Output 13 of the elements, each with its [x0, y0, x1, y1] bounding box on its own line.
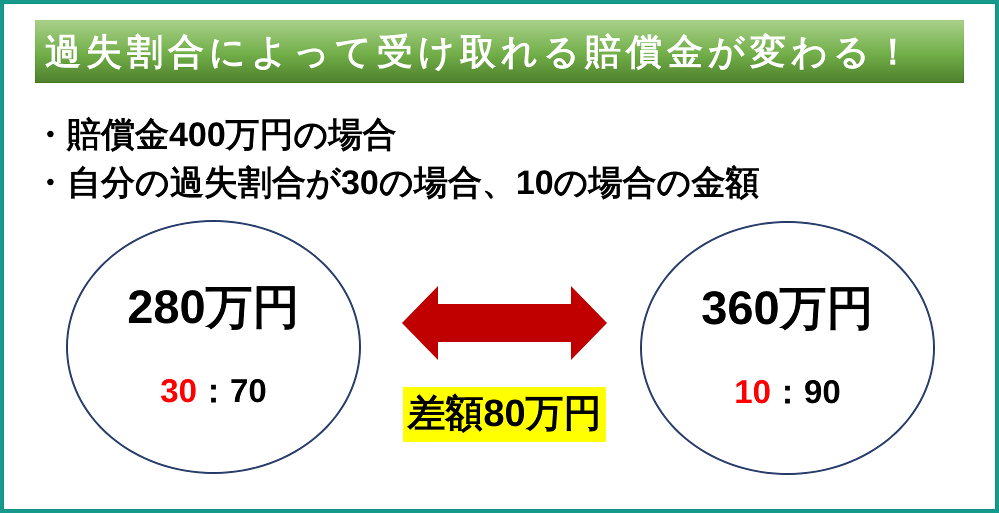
ratio-text: ：70 — [197, 371, 267, 411]
amount-text: 360万円 — [701, 281, 874, 335]
ratio-text: ：90 — [771, 372, 841, 412]
title-banner: 過失割合によって受け取れる賠償金が変わる！ — [35, 20, 964, 83]
edge-label: 差額80万円 — [403, 387, 606, 442]
bullet-text: ・自分の過失割合が30の場合、10の場合の金額 — [33, 163, 760, 204]
oval — [640, 221, 935, 475]
amount-text: 280万円 — [127, 280, 300, 334]
bullet-text: ・賠償金400万円の場合 — [33, 115, 397, 156]
ratio-text: 30 — [160, 371, 197, 411]
double-arrow — [402, 286, 607, 360]
ratio-text: 10 — [734, 372, 771, 412]
oval — [66, 220, 361, 474]
